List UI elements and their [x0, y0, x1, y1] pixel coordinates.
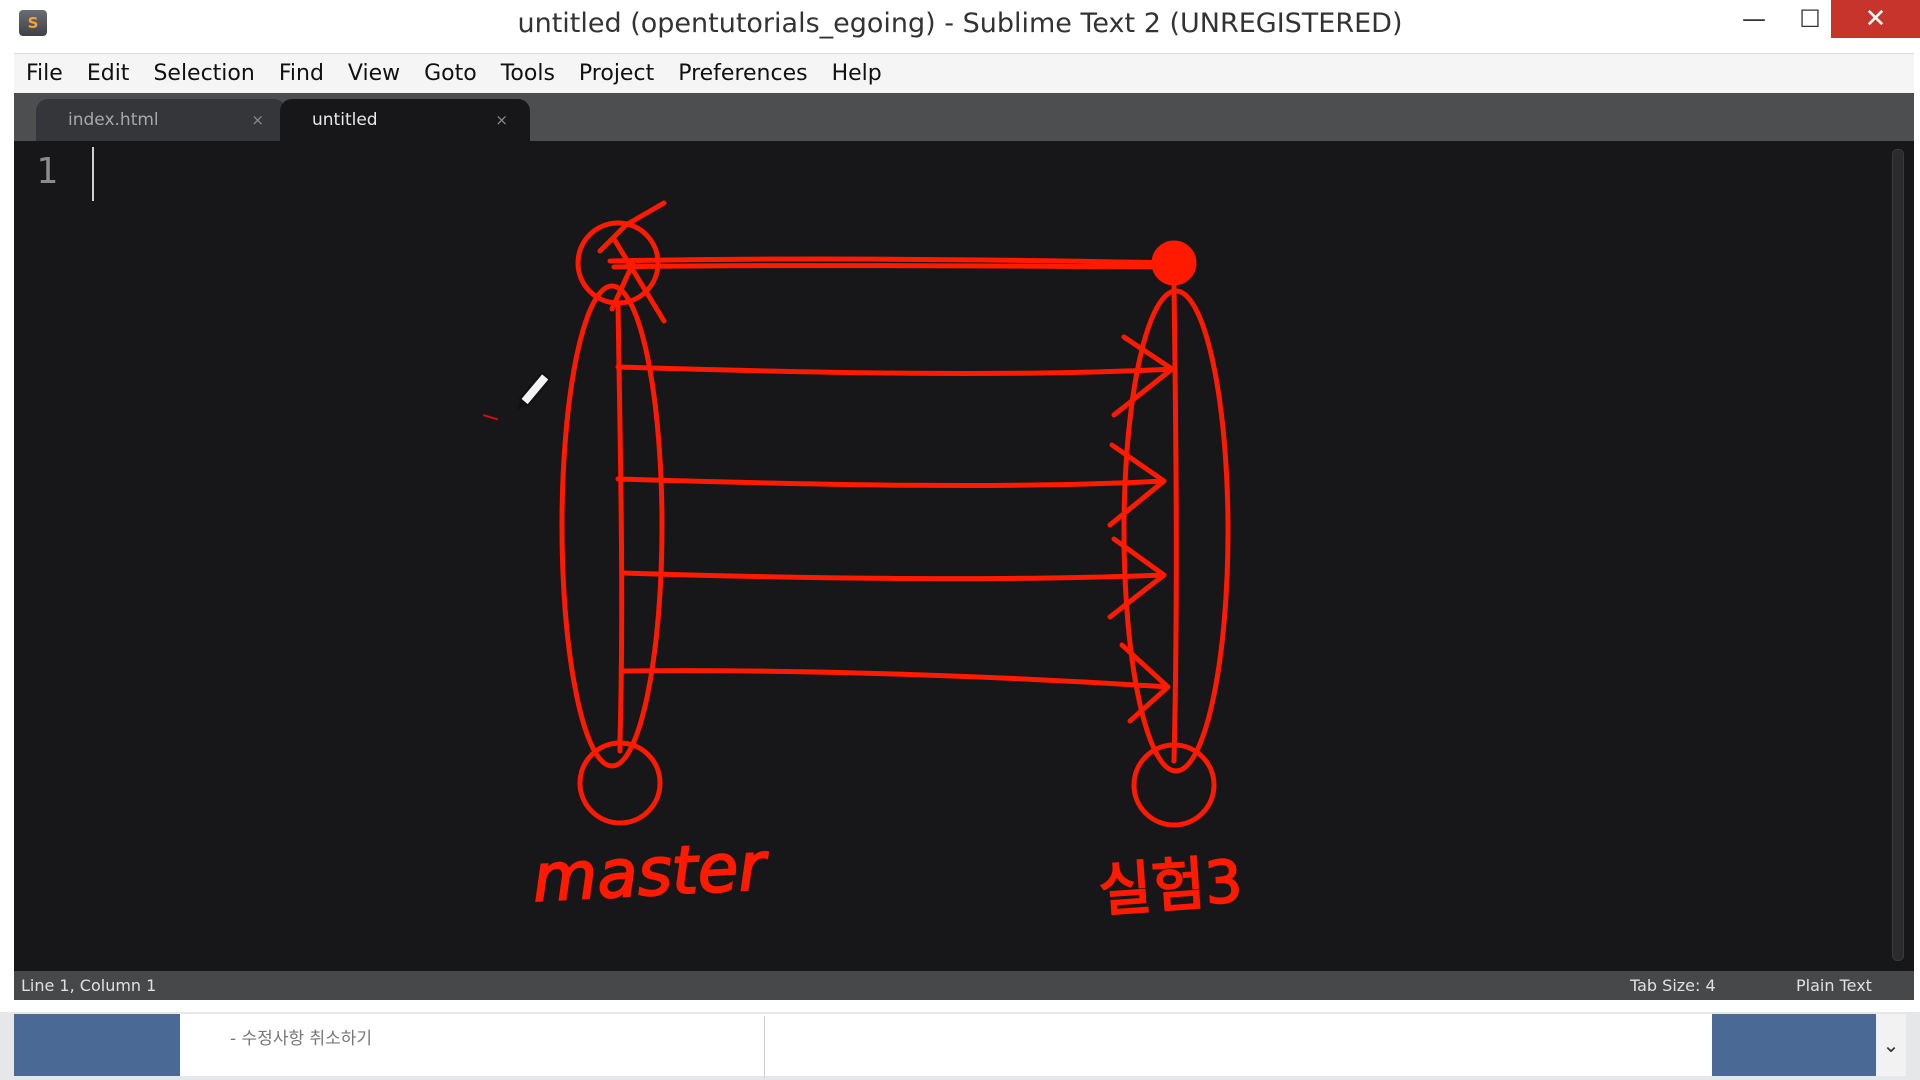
minimize-button[interactable]: — — [1726, 0, 1782, 38]
vertical-scrollbar[interactable] — [1892, 149, 1904, 961]
cursor-position: Line 1, Column 1 — [21, 976, 157, 995]
menu-preferences[interactable]: Preferences — [678, 61, 808, 86]
left-vertical-line — [615, 300, 625, 744]
close-button[interactable]: ✕ — [1831, 0, 1920, 38]
title-bar: S untitled (opentutorials_egoing) - Subl… — [0, 0, 1920, 52]
status-bar: Line 1, Column 1 Tab Size: 4 Plain Text — [14, 971, 1914, 1000]
content-panel — [180, 1014, 1712, 1078]
arrow-3 — [621, 536, 1167, 620]
menu-selection[interactable]: Selection — [153, 61, 255, 86]
menu-file[interactable]: File — [26, 61, 63, 86]
menu-project[interactable]: Project — [578, 61, 655, 86]
left-oval — [559, 283, 665, 769]
left-blue-panel — [14, 1014, 180, 1076]
tab-close-icon[interactable]: × — [251, 111, 264, 129]
pen-cursor-icon — [482, 371, 552, 421]
top-line — [607, 256, 1177, 270]
menu-find[interactable]: Find — [278, 61, 324, 86]
chevron-down-icon[interactable]: ⌄ — [1876, 1014, 1906, 1076]
tab-untitled[interactable]: untitled × — [280, 99, 530, 141]
close-icon: ✕ — [1864, 4, 1887, 34]
app-icon[interactable]: S — [19, 10, 47, 36]
tab-label: untitled — [312, 110, 378, 130]
label-experiment3: 실험3 — [1096, 847, 1244, 925]
menu-tools[interactable]: Tools — [500, 61, 555, 86]
node-circle-bottom-left — [577, 740, 663, 826]
line-number: 1 — [36, 151, 58, 192]
minimize-icon: — — [1742, 5, 1766, 33]
app-window: S untitled (opentutorials_egoing) - Subl… — [0, 0, 1920, 1012]
menu-bar: File Edit Selection Find View Goto Tools… — [14, 53, 1914, 94]
tab-bar: index.html × untitled × — [14, 93, 1914, 141]
x-mark — [597, 200, 667, 324]
panel-divider — [764, 1016, 765, 1078]
red-pen-annotation: master 실험3 — [482, 200, 1245, 926]
editor-area[interactable]: 1 — [14, 141, 1914, 971]
tab-close-icon[interactable]: × — [495, 111, 508, 129]
background-page-strip: - 수정사항 취소하기 ⌄ — [0, 1012, 1920, 1080]
node-circle-bottom-right — [1131, 742, 1217, 828]
undo-changes-link[interactable]: - 수정사항 취소하기 — [230, 1029, 373, 1049]
maximize-button[interactable]: ☐ — [1782, 0, 1838, 38]
label-master: master — [531, 828, 771, 917]
tab-index-html[interactable]: index.html × — [36, 99, 286, 141]
menu-goto[interactable]: Goto — [424, 61, 477, 86]
right-oval — [1121, 288, 1231, 774]
right-vertical-line — [1171, 280, 1179, 764]
tab-label: index.html — [68, 110, 159, 130]
arrow-4 — [621, 642, 1171, 724]
menu-view[interactable]: View — [347, 61, 401, 86]
text-caret — [92, 147, 94, 201]
window-title: untitled (opentutorials_egoing) - Sublim… — [517, 8, 1403, 39]
node-dot-top-right — [1151, 240, 1197, 286]
right-blue-panel — [1712, 1014, 1876, 1076]
arrow-2 — [615, 442, 1167, 528]
menu-help[interactable]: Help — [831, 61, 882, 86]
maximize-icon: ☐ — [1799, 5, 1821, 33]
syntax-indicator[interactable]: Plain Text — [1796, 976, 1872, 995]
tab-size-indicator[interactable]: Tab Size: 4 — [1630, 976, 1716, 995]
arrow-1 — [615, 334, 1177, 418]
menu-edit[interactable]: Edit — [86, 61, 130, 86]
